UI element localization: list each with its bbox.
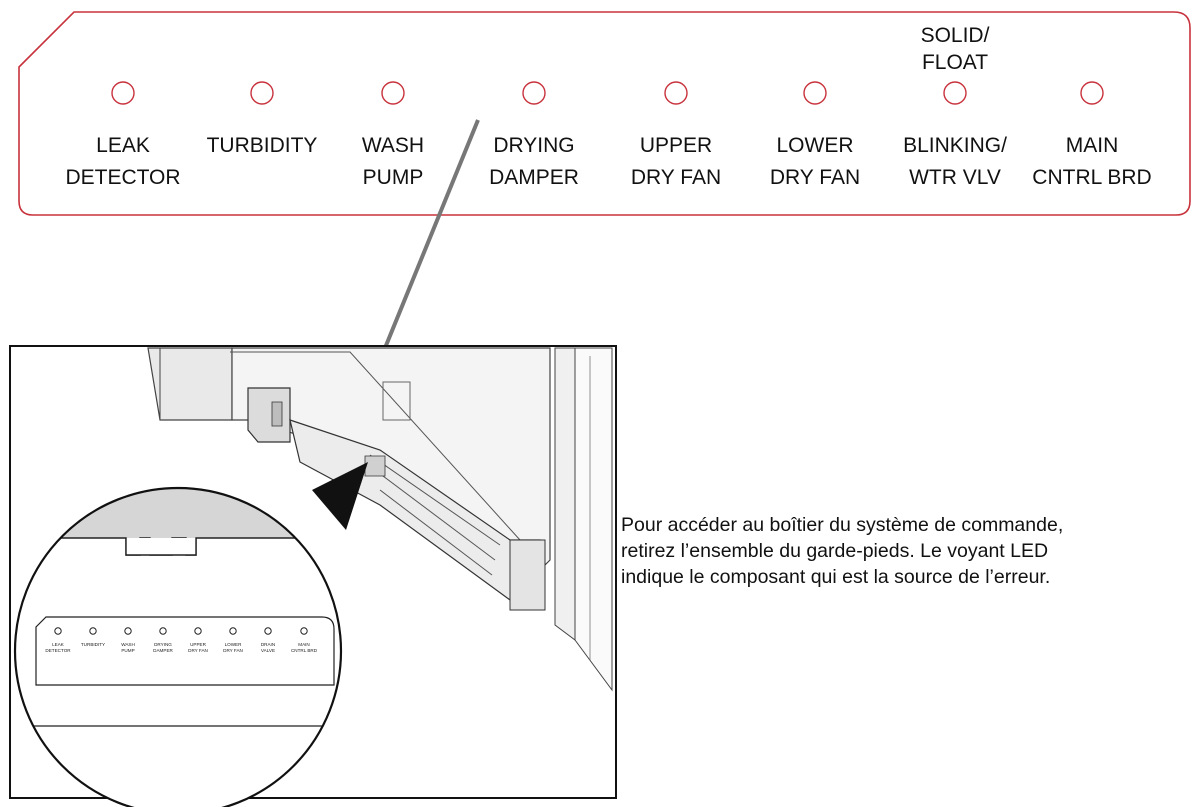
indicator-label: CNTRL BRD <box>1032 166 1151 189</box>
panel-indicators: LEAK DETECTOR TURBIDITY WASH PUMP DRYING DAMPE… <box>65 24 1151 189</box>
led-indicator <box>803 81 827 105</box>
mini-led-indicator <box>89 627 97 635</box>
indicator-top-label: FLOAT <box>922 51 988 74</box>
mini-indicator-label: MAIN <box>298 642 309 647</box>
mini-led-indicator <box>229 627 237 635</box>
mini-indicator-label: VALVE <box>261 648 275 653</box>
led-indicator <box>111 81 135 105</box>
mini-led-indicator <box>264 627 272 635</box>
indicator-label: DRYING <box>493 134 574 157</box>
indicator-label: TURBIDITY <box>207 134 318 157</box>
indicator-top-label: SOLID/ <box>921 24 990 47</box>
indicator-label: WTR VLV <box>909 166 1001 189</box>
led-indicator <box>1080 81 1104 105</box>
instruction-caption: Pour accéder au boîtier du système de co… <box>621 512 1196 590</box>
mini-led-indicator <box>300 627 308 635</box>
indicator-label: BLINKING/ <box>903 134 1007 157</box>
indicator-label: PUMP <box>363 166 424 189</box>
indicator-label: LEAK <box>96 134 150 157</box>
led-indicator <box>381 81 405 105</box>
mini-indicator-label: WASH <box>121 642 135 647</box>
control-panel-outline <box>18 11 1191 216</box>
mini-indicator-label: DAMPER <box>153 648 173 653</box>
caption-line-1: Pour accéder au boîtier du système de co… <box>621 514 1064 536</box>
mini-indicator-label: DETECTOR <box>45 648 71 653</box>
indicator-label: UPPER <box>640 134 712 157</box>
mini-indicator-label: PUMP <box>121 648 134 653</box>
indicator-label: WASH <box>362 134 424 157</box>
mini-indicator-label: DRY FAN <box>223 648 243 653</box>
mini-indicator-label: UPPER <box>190 642 207 647</box>
mini-indicator-label: LEAK <box>52 642 65 647</box>
mini-led-indicator <box>124 627 132 635</box>
mini-indicator-label: LOWER <box>225 642 243 647</box>
indicator-label: DETECTOR <box>65 166 180 189</box>
caption-line-2: retirez l’ensemble du garde-pieds. Le vo… <box>621 540 1049 562</box>
mini-indicator-label: DRY FAN <box>188 648 208 653</box>
led-indicator <box>522 81 546 105</box>
mini-indicator-label: CNTRL BRD <box>291 648 318 653</box>
mini-indicator-label: DRYING <box>154 642 172 647</box>
indicator-label: DRY FAN <box>770 166 860 189</box>
indicator-label: MAIN <box>1066 134 1119 157</box>
indicator-label: DRY FAN <box>631 166 721 189</box>
led-indicator <box>943 81 967 105</box>
mini-indicator-label: DRAIN <box>261 642 275 647</box>
caption-line-3: indique le composant qui est la source d… <box>621 566 1051 588</box>
mini-led-indicator <box>159 627 167 635</box>
indicator-label: DAMPER <box>489 166 579 189</box>
mini-indicator-label: TURBIDITY <box>81 642 105 647</box>
mini-led-indicator <box>54 627 62 635</box>
indicator-label: LOWER <box>776 134 853 157</box>
mini-led-indicator <box>194 627 202 635</box>
led-indicator <box>664 81 688 105</box>
led-indicator <box>250 81 274 105</box>
